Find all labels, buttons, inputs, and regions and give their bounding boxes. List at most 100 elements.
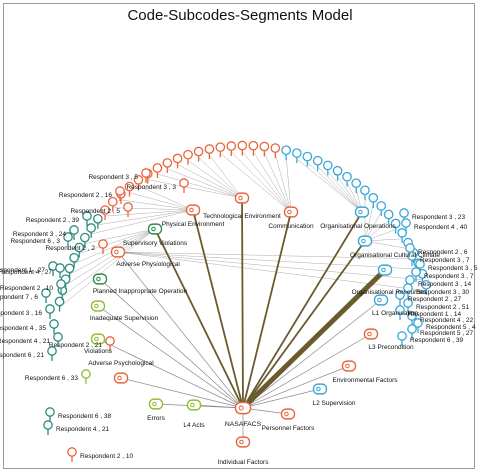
segment-node-32	[397, 331, 407, 346]
diagram-frame	[3, 3, 475, 469]
fan-node-18	[183, 149, 193, 165]
edges-layer	[59, 151, 427, 442]
fan-node-6	[80, 232, 90, 248]
code-node-9-dot	[287, 209, 292, 215]
fan-edge-15	[157, 173, 243, 199]
edge-hub-11	[192, 209, 244, 409]
segment-node-2-ring	[179, 178, 189, 188]
fan-node-3	[64, 263, 75, 279]
segment-label-31: Respondent 5 , 27	[420, 330, 474, 337]
fan-edge-2	[65, 228, 156, 286]
fan-node-34-ring	[351, 178, 362, 189]
code-node-12	[147, 223, 163, 235]
code-node-18	[148, 398, 164, 410]
segment-node-28	[395, 305, 405, 320]
code-node-3	[341, 360, 357, 372]
segment-node-3-ring	[123, 202, 133, 212]
code-node-12-dot	[151, 226, 156, 232]
segment-label-6: Respondent 2 , 2	[45, 245, 95, 252]
fan-edge-26	[275, 154, 292, 213]
fan-node-31	[322, 160, 333, 176]
segment-node-29	[407, 311, 417, 326]
fan-node-5	[74, 242, 85, 258]
code-label-19: L4 Acts	[183, 422, 205, 429]
segment-node-7	[63, 232, 73, 247]
code-label-17: Adverse Psychological	[88, 360, 154, 367]
code-label-9: Communication	[268, 223, 314, 230]
segment-node-9-ring	[56, 279, 66, 289]
fan-node-19-ring	[193, 146, 204, 157]
diagram-title: Code-Subcodes-Segments Model	[127, 7, 353, 24]
segment-node-35-ring	[67, 447, 77, 457]
fan-node-27	[281, 145, 292, 161]
segment-label-33: Respondent 6 , 38	[58, 413, 112, 420]
segment-node-17-ring	[55, 263, 65, 273]
fan-node-20-ring	[204, 144, 215, 154]
fan-node-38-ring	[383, 209, 394, 220]
segment-label-17: Respondent 4 , 27	[0, 269, 52, 276]
segment-node-17	[55, 263, 65, 278]
segment-node-33-ring	[45, 407, 55, 417]
segment-node-13	[47, 346, 57, 361]
code-node-17	[113, 372, 129, 384]
segment-label-22: Respondent 3 , 5	[428, 265, 478, 272]
fan-node-29-ring	[302, 151, 313, 162]
segment-node-16	[105, 336, 115, 351]
segment-label-23: Respondent 3 , 7	[424, 273, 474, 280]
segment-label-26: Respondent 2 , 27	[408, 296, 462, 303]
segment-label-19: Respondent 4 , 40	[414, 224, 468, 231]
segment-node-12-ring	[49, 319, 59, 329]
edge-hub-8	[242, 211, 363, 409]
edge-hub-17	[120, 377, 244, 409]
code-label-12: Supervisory Violations	[123, 240, 188, 247]
code-node-4-dot	[367, 331, 372, 337]
segment-node-23-ring	[411, 267, 421, 277]
nodes-layer	[41, 140, 432, 462]
fan-node-19	[193, 146, 204, 162]
segment-label-32: Respondent 6 , 39	[410, 337, 464, 344]
segment-node-0	[141, 168, 151, 183]
segment-node-19-ring	[401, 218, 411, 228]
segment-node-30	[413, 318, 423, 333]
segment-node-27-ring	[403, 298, 413, 308]
central-node	[234, 401, 252, 415]
segment-label-2: Respondent 3 , 3	[126, 184, 176, 191]
edge-hub-13	[117, 251, 244, 409]
code-label-16: Violations	[84, 348, 113, 355]
fan-node-26	[270, 143, 281, 159]
fan-node-39	[390, 218, 401, 234]
segment-label-0: Respondent 3 , 5	[88, 174, 138, 181]
code-node-15	[90, 300, 106, 312]
code-node-5	[373, 294, 389, 306]
code-label-18: Errors	[147, 415, 165, 422]
fan-node-45	[421, 279, 432, 295]
fan-node-6-ring	[80, 232, 90, 243]
central-label: NASAFACS	[225, 421, 262, 428]
segment-node-12	[49, 319, 59, 334]
fan-node-26-ring	[270, 143, 281, 153]
fan-node-22	[226, 141, 237, 157]
edge-hub-4	[242, 333, 372, 409]
fan-node-20	[204, 144, 215, 160]
fan-node-24	[248, 140, 259, 156]
fan-edge-24	[253, 151, 292, 213]
segment-label-20: Respondent 2 , 6	[418, 249, 468, 256]
code-node-16	[90, 333, 106, 345]
edge-hub-6	[241, 268, 387, 410]
segment-label-4: Respondent 2 , 39	[26, 217, 80, 224]
fan-edge-16	[167, 168, 243, 199]
code-label-4: L3 Precondition	[368, 344, 414, 351]
segment-node-5-ring	[69, 225, 79, 235]
fan-node-25-ring	[259, 141, 270, 152]
fan-node-28	[292, 148, 302, 164]
fan-node-36	[368, 193, 379, 208]
fan-edge-5	[79, 228, 156, 254]
segment-node-22-ring	[415, 259, 425, 269]
code-label-15: Inadequate Supervision	[90, 315, 159, 322]
fan-node-8-ring	[92, 213, 103, 224]
segment-node-34	[43, 420, 53, 435]
segment-node-20-ring	[405, 243, 415, 253]
segment-node-26-ring	[395, 290, 405, 300]
fan-node-28-ring	[292, 148, 302, 158]
fan-node-16	[162, 158, 173, 173]
